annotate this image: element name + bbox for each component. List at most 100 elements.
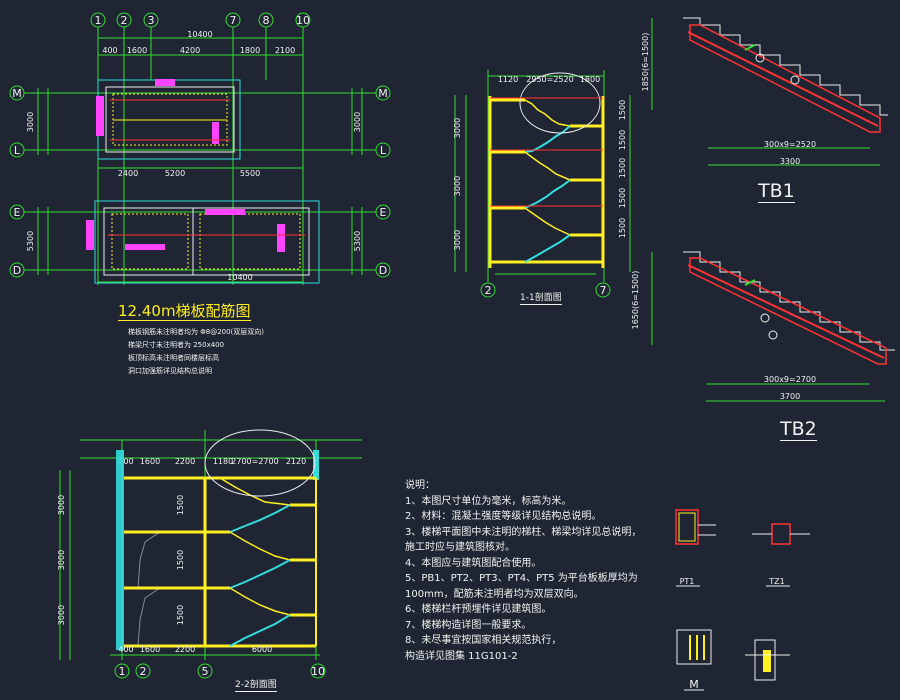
svg-text:10400: 10400 xyxy=(187,30,212,39)
beam-details: PT1 TZ1 M xyxy=(675,509,810,691)
svg-text:E: E xyxy=(14,206,21,219)
svg-text:L: L xyxy=(380,144,387,157)
svg-text:2: 2 xyxy=(485,284,492,297)
svg-text:E: E xyxy=(380,206,387,219)
svg-text:3000: 3000 xyxy=(57,605,66,625)
tb1-detail: 1850(6=1500) 300x9=2520 3300 xyxy=(641,17,888,166)
general-notes: 说明： 1、本图尺寸单位为毫米，标高为米。 2、材料：混凝土强度等级详见结构总说… xyxy=(405,478,705,664)
svg-text:1500: 1500 xyxy=(176,605,185,625)
svg-text:8: 8 xyxy=(263,14,270,27)
svg-text:5500: 5500 xyxy=(240,169,260,178)
svg-text:1500: 1500 xyxy=(618,188,627,208)
note-line: 4、本图应与建筑图配合使用。 xyxy=(405,557,542,569)
svg-text:1120: 1120 xyxy=(498,75,518,84)
svg-text:1500: 1500 xyxy=(176,495,185,515)
svg-text:10: 10 xyxy=(296,14,310,27)
svg-text:1: 1 xyxy=(95,14,102,27)
svg-text:1800: 1800 xyxy=(580,75,600,84)
section-2-2: 400 1600 2200 1180 2700=2700 2120 xyxy=(57,429,362,679)
svg-text:5300: 5300 xyxy=(26,231,35,251)
svg-text:400: 400 xyxy=(118,645,133,654)
svg-text:3700: 3700 xyxy=(780,392,800,401)
svg-text:3000: 3000 xyxy=(453,230,462,250)
svg-text:D: D xyxy=(379,264,387,277)
svg-text:3: 3 xyxy=(148,14,155,27)
svg-text:400: 400 xyxy=(102,46,117,55)
svg-text:1500: 1500 xyxy=(618,100,627,120)
svg-text:300x9=2700: 300x9=2700 xyxy=(764,375,816,384)
svg-text:2200: 2200 xyxy=(175,457,195,466)
svg-text:PT1: PT1 xyxy=(680,577,695,586)
section-1-1-label: 1-1剖面图 xyxy=(520,293,562,305)
svg-text:1650(6=1500): 1650(6=1500) xyxy=(631,271,640,330)
note-line: 7、楼梯构造详图一般要求。 xyxy=(405,619,532,631)
note-line: 100mm，配筋未注明者均为双层双向。 xyxy=(405,588,584,600)
svg-text:D: D xyxy=(13,264,21,277)
svg-text:5: 5 xyxy=(202,665,209,678)
note-line: 3、楼梯平面图中未注明的梯柱、梯梁均详见总说明， xyxy=(405,526,642,538)
plan-title: 12.40m梯板配筋图 xyxy=(118,302,251,321)
svg-text:1600: 1600 xyxy=(127,46,147,55)
plan-note: 梯板钢筋未注明者均为 Φ8@200(双层双向) xyxy=(128,328,265,336)
svg-text:3000: 3000 xyxy=(453,176,462,196)
svg-text:2120: 2120 xyxy=(286,457,306,466)
svg-text:300x9=2520: 300x9=2520 xyxy=(764,140,816,149)
svg-text:1600: 1600 xyxy=(140,645,160,654)
svg-text:6000: 6000 xyxy=(252,645,272,654)
svg-text:400: 400 xyxy=(118,457,133,466)
svg-text:2400: 2400 xyxy=(118,169,138,178)
svg-text:TZ1: TZ1 xyxy=(768,577,784,586)
plan-note: 板顶标高未注明者同楼层标高 xyxy=(128,354,219,362)
note-line: 6、楼梯栏杆预埋件详见建筑图。 xyxy=(405,604,552,615)
svg-text:1500: 1500 xyxy=(176,550,185,570)
svg-text:L: L xyxy=(14,144,21,157)
svg-text:2: 2 xyxy=(121,14,128,27)
svg-text:1500: 1500 xyxy=(618,158,627,178)
plan-top-axes: 1 2 3 7 8 10 xyxy=(90,12,311,28)
svg-text:7: 7 xyxy=(230,14,237,27)
plan-view: 1 2 3 7 8 10 10400 400 1600 4200 1800 21… xyxy=(9,12,391,285)
svg-text:3000: 3000 xyxy=(57,495,66,515)
plan-note: 梯梁尺寸未注明者为 250x400 xyxy=(128,341,225,349)
note-line: 1、本图尺寸单位为毫米，标高为米。 xyxy=(405,495,572,507)
note-line: 施工时应与建筑图核对。 xyxy=(405,542,515,553)
tb2-detail: 1650(6=1500) 300x9=2700 3700 xyxy=(631,251,895,402)
svg-text:4200: 4200 xyxy=(180,46,200,55)
svg-text:M: M xyxy=(12,87,22,100)
svg-text:1180: 1180 xyxy=(213,457,233,466)
plan-notes: 梯板钢筋未注明者均为 Φ8@200(双层双向) 梯梁尺寸未注明者为 250x40… xyxy=(128,326,264,378)
svg-text:2950=2520: 2950=2520 xyxy=(526,75,573,84)
svg-text:5300: 5300 xyxy=(353,231,362,251)
svg-text:1850(6=1500): 1850(6=1500) xyxy=(641,33,650,92)
svg-text:M: M xyxy=(689,678,699,691)
svg-text:1: 1 xyxy=(119,665,126,678)
note-line: 构造详见图集 11G101-2 xyxy=(405,650,518,662)
section-2-2-label: 2-2剖面图 xyxy=(235,680,277,692)
svg-text:1800: 1800 xyxy=(240,46,260,55)
svg-text:2100: 2100 xyxy=(275,46,295,55)
svg-text:3300: 3300 xyxy=(780,157,800,166)
svg-text:3000: 3000 xyxy=(353,112,362,132)
tb1-label: TB1 xyxy=(758,180,795,203)
tb2-label: TB2 xyxy=(780,418,817,441)
note-line: 8、未尽事宜按国家相关规范执行， xyxy=(405,635,562,646)
svg-text:3000: 3000 xyxy=(453,118,462,138)
svg-text:1500: 1500 xyxy=(618,130,627,150)
svg-text:M: M xyxy=(378,87,388,100)
svg-text:1500: 1500 xyxy=(618,218,627,238)
svg-text:1600: 1600 xyxy=(140,457,160,466)
svg-text:3000: 3000 xyxy=(26,112,35,132)
section-1-1: 1120 2950=2520 1800 3000 3000 3000 1500 … xyxy=(453,70,631,298)
svg-text:5200: 5200 xyxy=(165,169,185,178)
svg-text:10400: 10400 xyxy=(227,273,252,282)
svg-text:2200: 2200 xyxy=(175,645,195,654)
svg-text:7: 7 xyxy=(600,284,607,297)
svg-text:10: 10 xyxy=(311,665,325,678)
note-line: 说明： xyxy=(405,480,435,491)
note-line: 2、材料：混凝土强度等级详见结构总说明。 xyxy=(405,511,602,522)
svg-text:2700=2700: 2700=2700 xyxy=(231,457,278,466)
plan-note: 洞口加强筋详见结构总说明 xyxy=(128,367,212,375)
svg-text:3000: 3000 xyxy=(57,550,66,570)
